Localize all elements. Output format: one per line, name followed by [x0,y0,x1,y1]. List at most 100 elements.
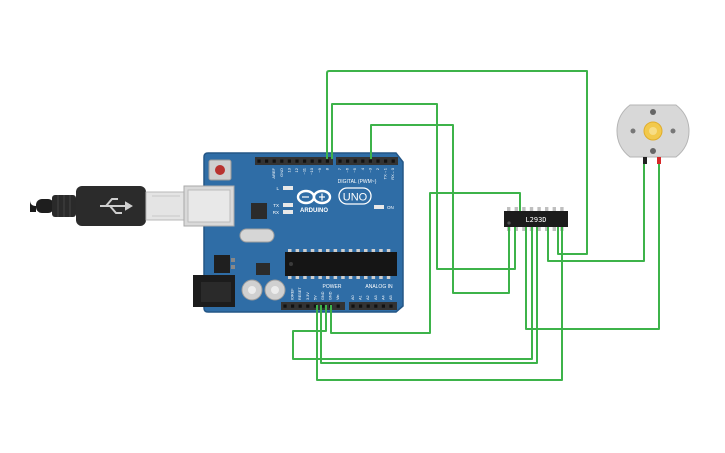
uno-badge [338,187,372,205]
chip-pin [379,276,383,279]
wire-motor-black[interactable] [547,164,645,262]
l293d-pin[interactable] [522,207,526,211]
l293d-pin[interactable] [522,227,526,231]
analog-pin-label: A0 [351,295,355,300]
wire-pin8[interactable] [331,103,516,270]
crystal-oscillator [239,228,275,243]
header-hole[interactable] [366,304,370,308]
header-hole[interactable] [381,304,385,308]
header-hole[interactable] [368,159,372,163]
wire-motor-red[interactable] [525,164,660,330]
chip-pin [295,276,300,279]
header-hole[interactable] [321,304,325,308]
header-hole[interactable] [303,159,307,163]
header-hole[interactable] [351,304,355,308]
wire-5v[interactable] [320,227,538,364]
power-pin-label: GND [321,291,325,300]
header-hole[interactable] [287,159,291,163]
l293d-pin[interactable] [514,207,518,211]
header-hole[interactable] [306,304,310,308]
chip-pin [288,249,292,252]
header-hole[interactable] [291,304,295,308]
atmega-microcontroller [285,249,397,279]
analog-header-label: ANALOG IN [365,284,393,290]
digital-pin-label: 13 [286,167,291,172]
header-hole[interactable] [265,159,269,163]
header-hole[interactable] [389,304,393,308]
header-hole[interactable] [272,159,276,163]
l293d-body [504,211,568,227]
on-label: ON [387,205,394,210]
header-hole[interactable] [257,159,261,163]
analog-pin-label: A5 [389,295,393,300]
wire-pin3[interactable] [370,124,510,294]
l293d-pin[interactable] [552,227,556,231]
chip-pin [386,249,391,252]
digital-pin-label: 12 [294,167,299,172]
l293d-pin[interactable] [560,207,564,211]
wire-vin[interactable] [330,192,521,334]
header-hole[interactable] [361,159,365,163]
header-hole[interactable] [376,159,380,163]
header-hole[interactable] [391,159,395,163]
chip-pin [318,249,322,252]
l293d-pin[interactable] [507,207,511,211]
digital-pin-label: 4 [360,167,365,170]
digital-header-left [255,157,333,165]
l293d-pin[interactable] [552,207,556,211]
chip-pin [326,249,330,252]
header-hole[interactable] [310,159,314,163]
chip-pin [356,249,360,252]
l293d-pin[interactable] [537,227,541,231]
usb-cable[interactable] [30,186,185,226]
header-hole[interactable] [374,304,378,308]
header-hole[interactable] [313,304,317,308]
l293d-pin[interactable] [545,227,549,231]
header-hole[interactable] [338,159,342,163]
header-hole[interactable] [359,304,363,308]
l293d-pin[interactable] [537,207,541,211]
header-hole[interactable] [336,304,340,308]
chip-pin [333,249,338,252]
wire-pin9-top[interactable] [326,70,588,255]
dc-motor[interactable] [616,104,690,164]
capacitor-2 [264,279,286,301]
motor-screw-top [650,109,656,115]
analog-pin-label: A4 [381,295,385,300]
digital-pin-label: ~3 [367,167,372,172]
digital-pin-label: 7 [337,167,342,170]
header-hole[interactable] [318,159,322,163]
header-hole[interactable] [283,304,287,308]
usb-icon [100,198,133,214]
chip-pin [348,276,353,279]
wire-gnd-2[interactable] [316,227,563,381]
power-pin-label: Vin [336,295,340,300]
header-hole[interactable] [346,159,350,163]
chip-pin [364,276,368,279]
chip-pin [341,276,345,279]
header-hole[interactable] [280,159,284,163]
power-pin-label: RESET [298,287,302,300]
analog-header [349,302,397,310]
led-l: L [276,186,293,191]
power-pin-label: 3.3V [306,292,310,300]
wire-gnd-1[interactable] [292,227,533,360]
header-hole[interactable] [384,159,388,163]
motor-screw-right [670,128,676,134]
l293d-label: L293D [525,216,546,224]
chip-pin [303,276,307,279]
usb-cable-strain-relief [36,199,54,213]
motor-lead-red [657,157,661,164]
l293d-pin[interactable] [514,227,518,231]
arduino-uno-board[interactable]: L TX RX ARDUINO UNO ON [183,152,404,313]
l293d-pin[interactable] [545,207,549,211]
l293d-motor-driver[interactable]: L293D [504,207,568,231]
header-hole[interactable] [353,159,357,163]
header-hole[interactable] [295,159,299,163]
analog-pin-label: A2 [366,295,370,300]
header-hole[interactable] [298,304,302,308]
l293d-pin[interactable] [529,207,534,211]
power-header [281,302,345,310]
header-hole[interactable] [325,159,329,163]
